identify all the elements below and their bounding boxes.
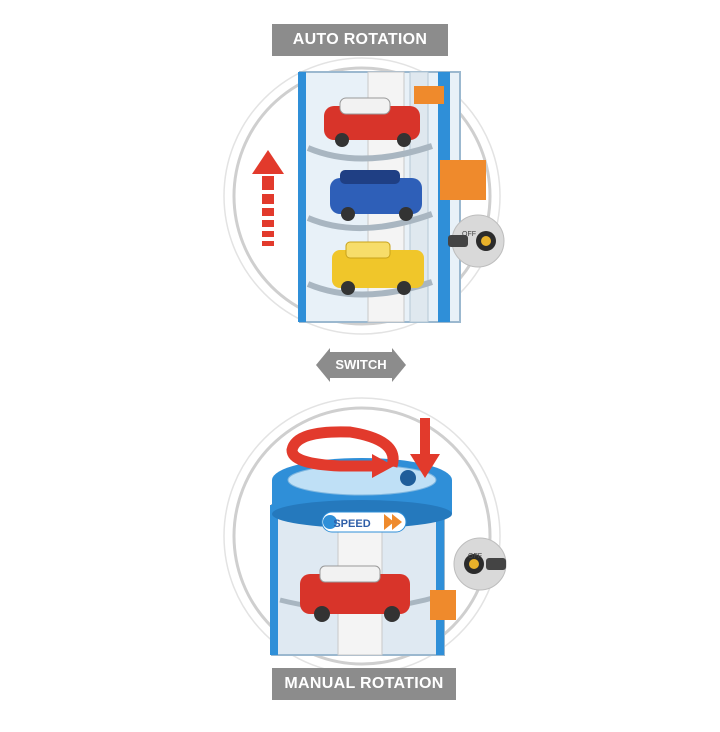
speed-text: SPEED: [333, 518, 370, 530]
rotation-cap: [272, 458, 452, 528]
blue-car: [330, 170, 422, 221]
arrow-right-icon: [392, 348, 406, 382]
red-down-arrow: [410, 418, 440, 478]
red-up-arrow: [252, 150, 284, 246]
auto-mode-illustration: [223, 57, 505, 335]
switch-label: SWITCH: [328, 352, 394, 378]
switch-state-top: OFF: [462, 231, 476, 238]
arrow-left-icon: [316, 348, 330, 382]
switch-knob-top: [448, 214, 505, 268]
switch-indicator: SWITCH: [316, 348, 406, 382]
rotation-arrow: [286, 426, 399, 478]
switch-knob-bottom: [453, 537, 507, 591]
manual-mode-illustration: [223, 397, 507, 675]
speed-badge: [321, 511, 407, 533]
red-car-manual: [300, 565, 410, 622]
yellow-truck: [332, 241, 424, 295]
switch-state-bottom: OFF: [468, 553, 482, 560]
manual-rotation-mode-label: MANUAL ROTATION MODE: [272, 668, 456, 724]
red-car: [324, 97, 420, 147]
